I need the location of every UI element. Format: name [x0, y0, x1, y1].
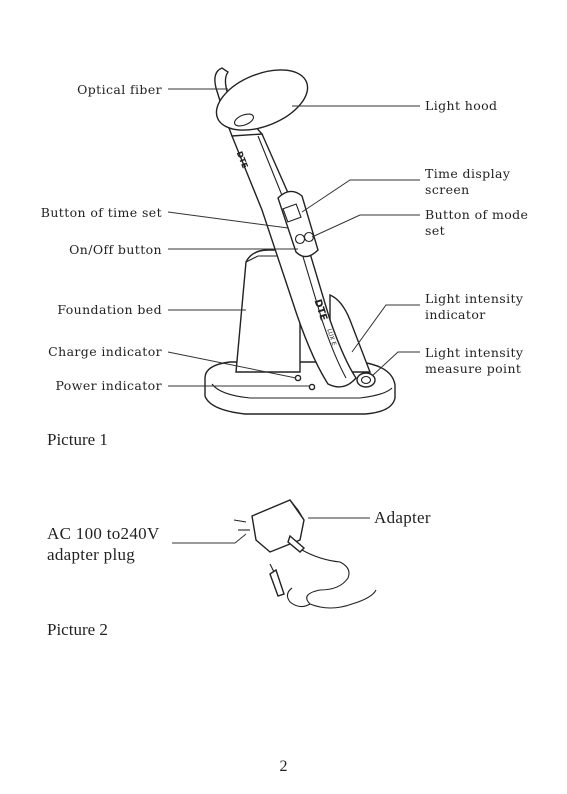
label-light-intensity-indicator-2: indicator: [425, 307, 486, 323]
label-on-off-button: On/Off button: [20, 242, 162, 258]
label-charge-indicator: Charge indicator: [20, 344, 162, 360]
label-light-measure-1: Light intensity: [425, 345, 523, 361]
label-light-hood: Light hood: [425, 98, 497, 114]
label-time-display-2: screen: [425, 182, 470, 198]
label-adapter: Adapter: [374, 508, 431, 528]
label-button-mode-2: set: [425, 223, 445, 239]
label-foundation-bed: Foundation bed: [20, 302, 162, 318]
label-button-time-set: Button of time set: [20, 205, 162, 221]
picture2-caption: Picture 2: [47, 620, 108, 640]
page-number: 2: [0, 758, 567, 776]
label-time-display-1: Time display: [425, 166, 510, 182]
curing-light-illustration: [205, 58, 395, 414]
label-light-intensity-indicator-1: Light intensity: [425, 291, 523, 307]
label-adapter-plug-1: AC 100 to240V: [47, 524, 160, 544]
label-power-indicator: Power indicator: [20, 378, 162, 394]
label-adapter-plug-2: adapter plug: [47, 545, 135, 565]
label-optical-fiber: Optical fiber: [40, 82, 162, 98]
label-button-mode-1: Button of mode: [425, 207, 528, 223]
label-light-measure-2: measure point: [425, 361, 521, 377]
adapter-illustration: [234, 500, 376, 608]
picture1-caption: Picture 1: [47, 430, 108, 450]
